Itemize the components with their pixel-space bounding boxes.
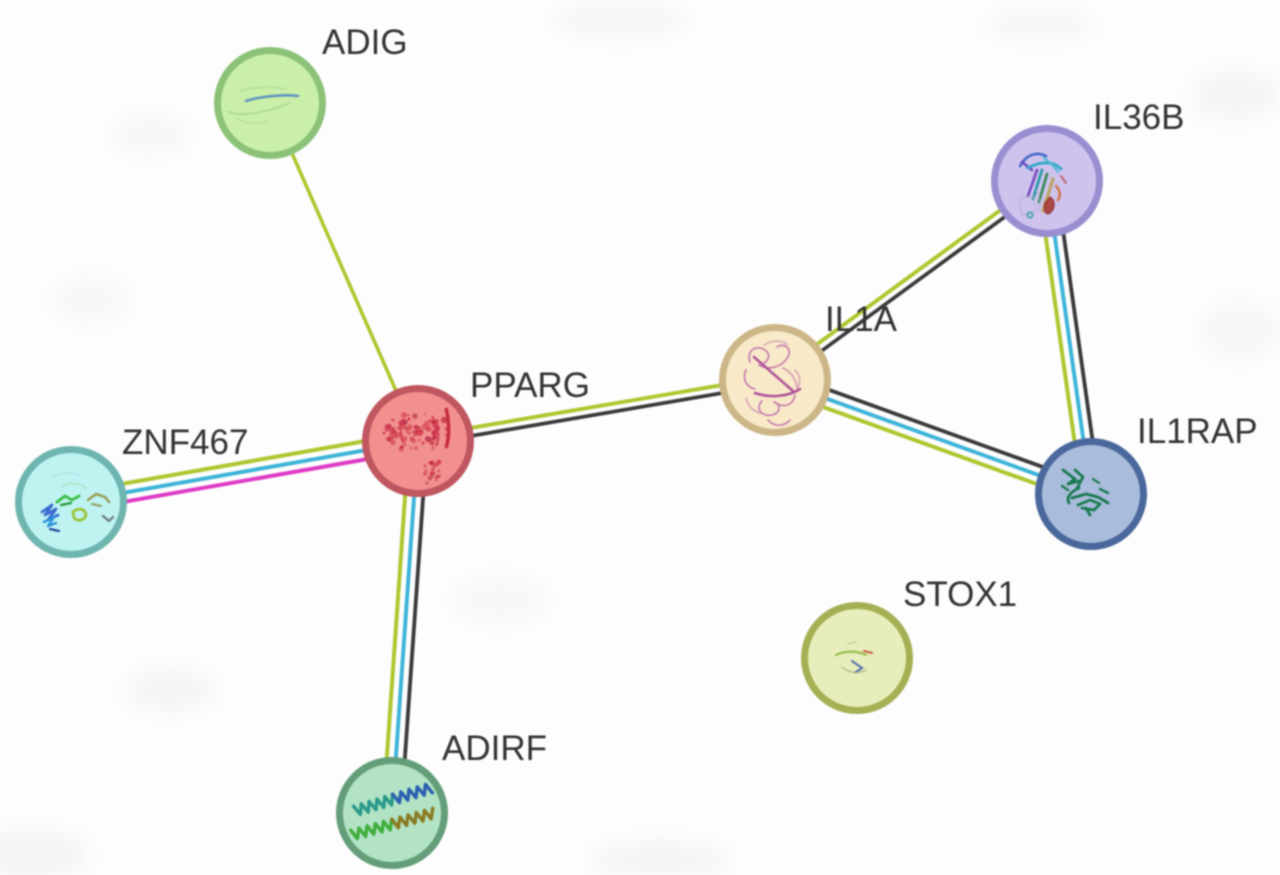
- svg-text:ZNF467: ZNF467: [122, 423, 248, 462]
- svg-text:IL36B: IL36B: [1093, 98, 1184, 137]
- svg-text:IL1A: IL1A: [825, 300, 898, 339]
- svg-text:ADIRF: ADIRF: [442, 729, 547, 768]
- svg-text:IL1RAP: IL1RAP: [1137, 412, 1258, 451]
- svg-text:PPARG: PPARG: [470, 366, 590, 405]
- svg-text:STOX1: STOX1: [903, 575, 1017, 614]
- svg-text:ADIG: ADIG: [322, 23, 408, 62]
